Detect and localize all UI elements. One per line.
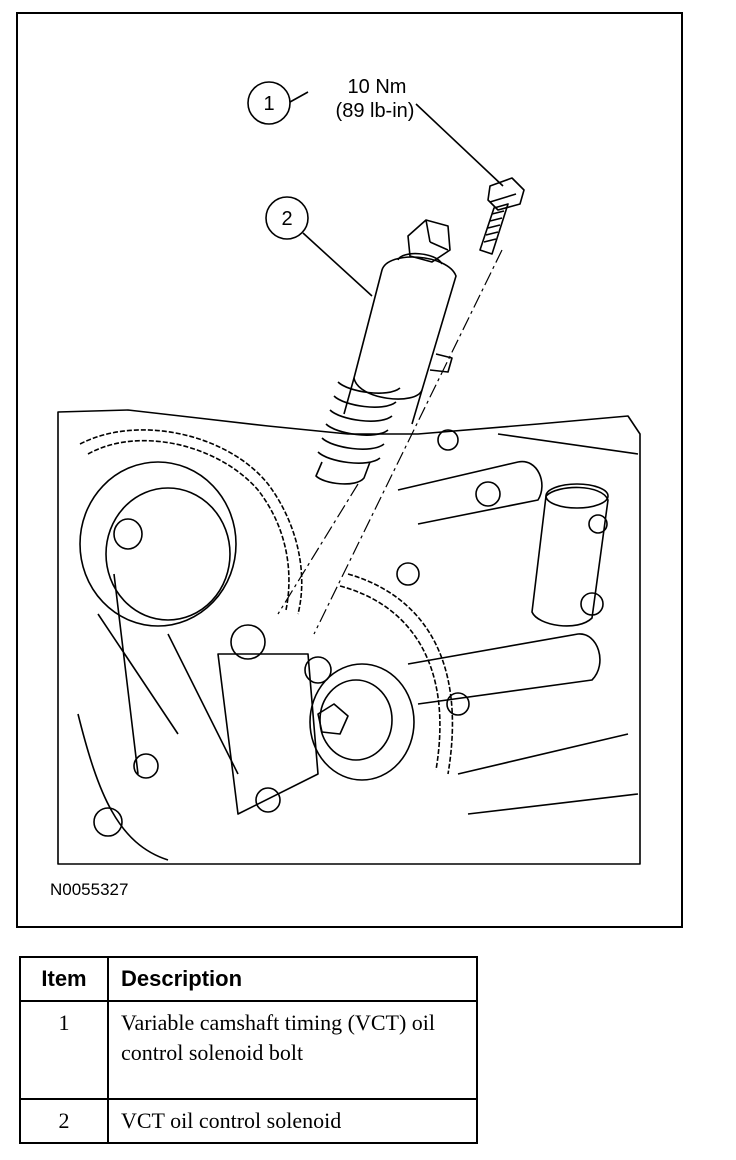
engine-line-drawing: 1 2 [57,81,641,865]
legend-table: Item Description 1 Variable camshaft tim… [19,956,478,1144]
item-number: 2 [19,1098,109,1144]
item-description: Variable camshaft timing (VCT) oil contr… [107,1000,478,1100]
torque-value-nm: 10 Nm [347,76,407,98]
description-column-header: Description [107,956,478,1002]
callout-1-number: 1 [263,93,274,115]
bolt-drawing [479,177,525,255]
solenoid-drawing [315,219,457,485]
table-row: 2 VCT oil control solenoid [19,1098,478,1144]
callout-1-circle [247,81,291,125]
callout-2-circle [265,196,309,240]
callout-2-number: 2 [281,208,292,230]
torque-value-lb-in: (89 lb-in) [335,100,415,122]
callout-2-leader [302,232,373,297]
item-description: VCT oil control solenoid [107,1098,478,1144]
callout-1-leader [415,103,504,187]
legend-header-row: Item Description [19,956,478,1002]
figure-id: N0055327 [50,880,129,899]
engine-block-drawing [57,409,641,865]
item-column-header: Item [19,956,109,1002]
table-row: 1 Variable camshaft timing (VCT) oil con… [19,1000,478,1100]
item-number: 1 [19,1000,109,1100]
illustration-frame: 1 2 10 Nm (89 lb-in) N0055327 [16,12,683,928]
